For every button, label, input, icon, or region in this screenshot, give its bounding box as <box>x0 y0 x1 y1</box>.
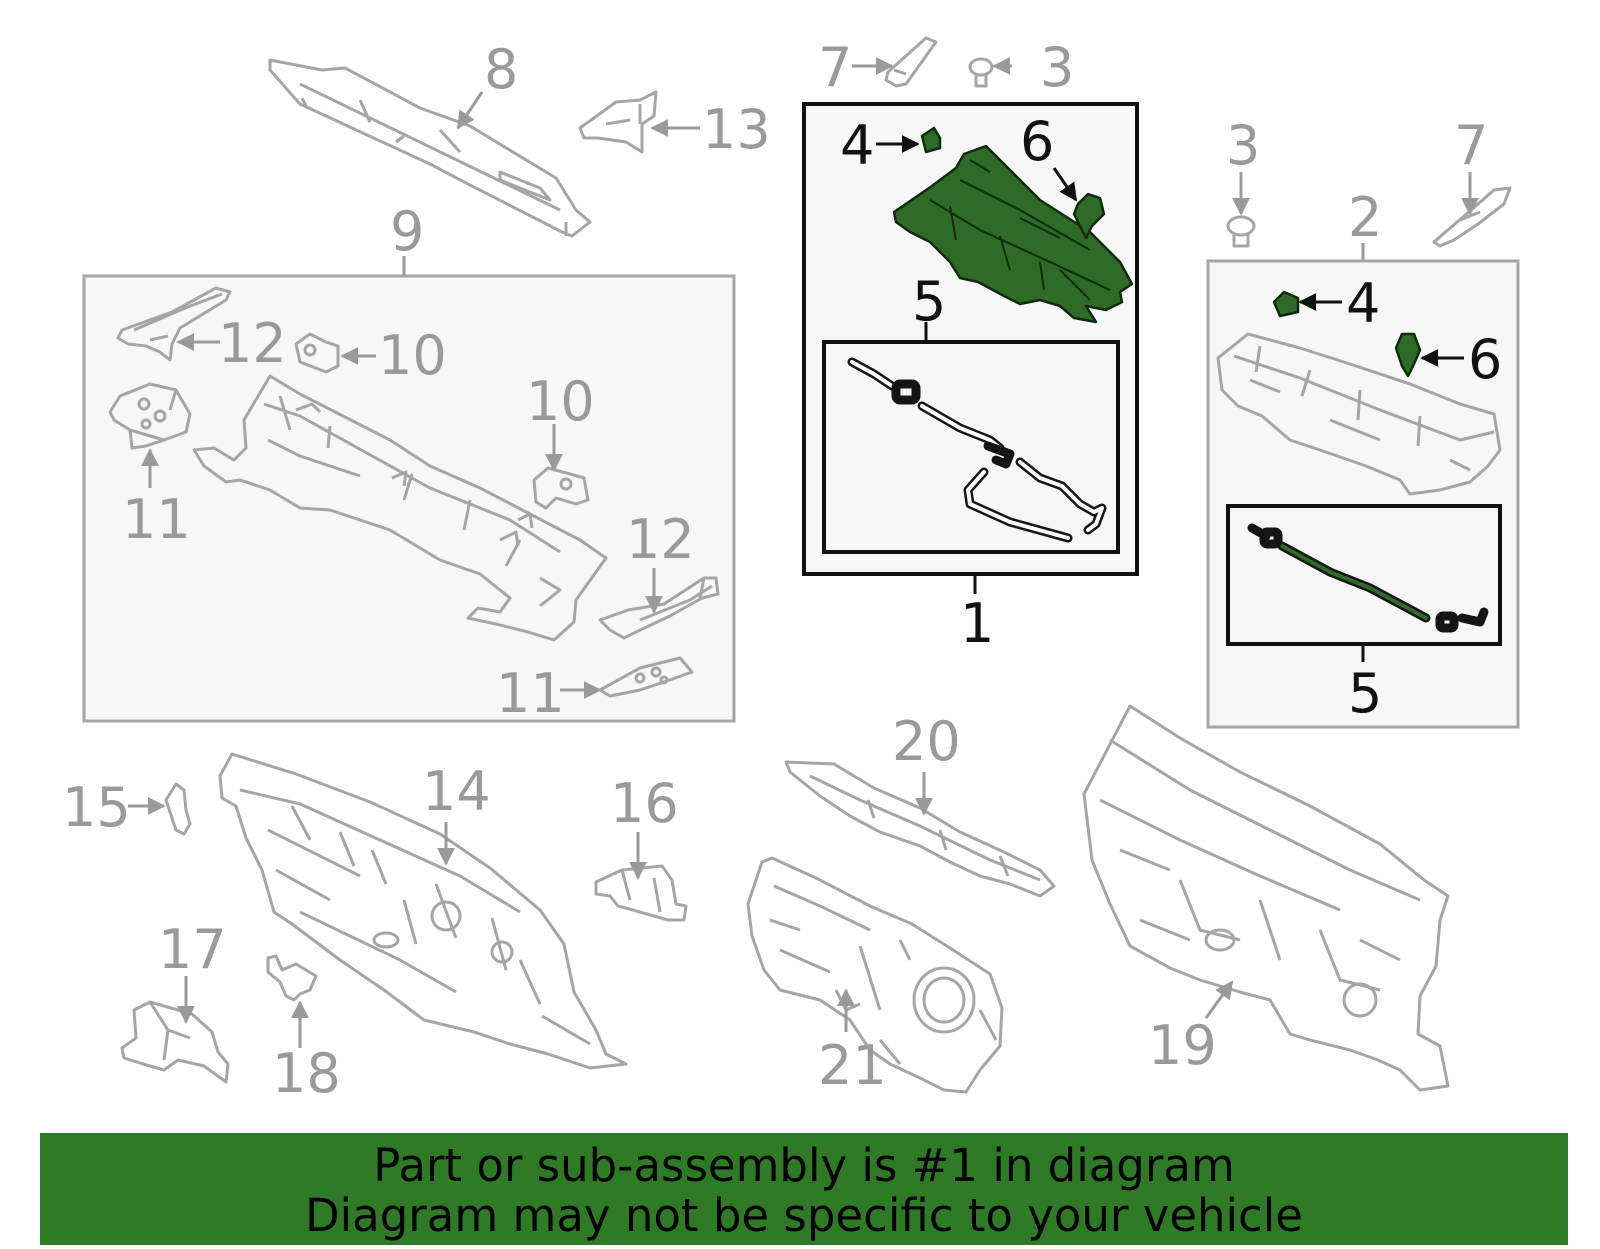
callout-7-right: 7 <box>1454 114 1488 177</box>
group-box-5-right <box>1226 504 1502 646</box>
part-6-clip-highlight-a <box>1072 192 1106 240</box>
part-17-bracket <box>120 1000 230 1084</box>
callout-9: 9 <box>390 200 424 263</box>
callout-5-a: 5 <box>912 270 946 333</box>
part-3-pin-top <box>968 57 994 88</box>
part-7-clip-top <box>884 36 938 88</box>
callout-8: 8 <box>484 38 518 101</box>
notice-line-2: Diagram may not be specific to your vehi… <box>305 1189 1303 1242</box>
callout-15: 15 <box>62 776 131 839</box>
callout-16: 16 <box>610 772 679 835</box>
callout-20: 20 <box>892 710 961 773</box>
part-13-bracket <box>578 90 658 154</box>
part-12-bracket-a <box>116 286 232 362</box>
callout-6-a: 6 <box>1020 110 1054 173</box>
callout-11-b: 11 <box>496 662 565 725</box>
callout-13: 13 <box>702 98 771 161</box>
part-4-clip-b <box>1272 290 1300 318</box>
part-11-bracket-b <box>598 656 694 698</box>
callout-21: 21 <box>818 1034 887 1097</box>
callout-10-b: 10 <box>526 370 595 433</box>
part-4-clip-highlight-a <box>920 126 942 154</box>
part-9-cowl-panel <box>192 374 608 642</box>
part-1-cowl-panel-highlight <box>892 144 1134 324</box>
callout-14: 14 <box>422 760 491 823</box>
part-14-dash-panel <box>218 752 628 1070</box>
part-6-clip-b <box>1394 332 1422 378</box>
part-21-insulator <box>746 856 1004 1094</box>
callout-5-b: 5 <box>1348 662 1382 725</box>
callout-10-a: 10 <box>378 324 447 387</box>
part-18-clip <box>266 954 318 1002</box>
callout-17: 17 <box>158 918 227 981</box>
callout-1: 1 <box>960 592 994 655</box>
part-2-cowl-panel <box>1216 332 1502 496</box>
part-5-hose-highlight <box>847 357 1107 543</box>
callout-4-a: 4 <box>840 114 874 177</box>
callout-12-b: 12 <box>626 508 695 571</box>
part-20-reinforcement <box>784 760 1056 898</box>
callout-12-a: 12 <box>218 312 287 375</box>
callout-18: 18 <box>272 1042 341 1105</box>
part-16-bracket <box>594 864 688 922</box>
part-11-bracket-a <box>108 382 192 450</box>
part-19-insulator <box>1082 704 1450 1092</box>
callout-19: 19 <box>1148 1014 1217 1077</box>
callout-11-a: 11 <box>122 488 191 551</box>
part-15-clip <box>164 782 192 836</box>
callout-3-top: 3 <box>1040 36 1074 99</box>
notice-banner: Part or sub-assembly is #1 in diagram Di… <box>40 1133 1568 1245</box>
part-10-bracket-a <box>294 332 340 374</box>
part-8-cowl-extension <box>268 58 592 238</box>
part-5-hose-right <box>1247 523 1489 633</box>
callout-3-right: 3 <box>1226 114 1260 177</box>
notice-line-1: Part or sub-assembly is #1 in diagram <box>373 1139 1235 1192</box>
part-7-clip-right <box>1432 186 1512 248</box>
part-3-pin-right <box>1226 215 1256 248</box>
callout-7-top: 7 <box>818 36 852 99</box>
callout-6-b: 6 <box>1468 328 1502 391</box>
callout-4-b: 4 <box>1346 272 1380 335</box>
callout-2: 2 <box>1348 186 1382 249</box>
